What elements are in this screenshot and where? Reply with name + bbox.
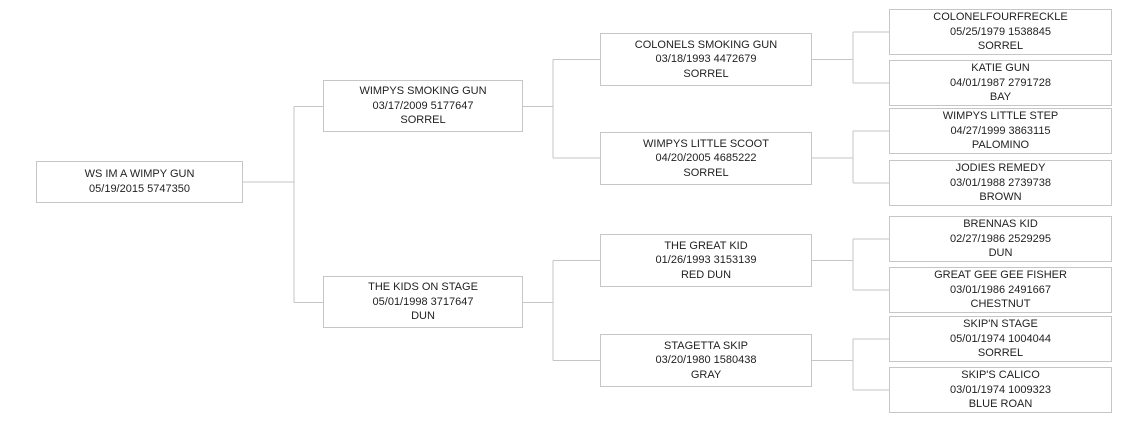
horse-birth-reg: 04/20/2005 4685222 bbox=[655, 152, 757, 165]
node-sire-sire-sire[interactable]: COLONELFOURFRECKLE 05/25/1979 1538845 SO… bbox=[889, 9, 1112, 55]
node-dam-sire-dam[interactable]: GREAT GEE GEE FISHER 03/01/1986 2491667 … bbox=[889, 267, 1112, 313]
horse-name: SKIP'N STAGE bbox=[963, 318, 1038, 331]
horse-color: SORREL bbox=[400, 114, 446, 127]
node-sire-sire-dam[interactable]: KATIE GUN 04/01/1987 2791728 BAY bbox=[889, 60, 1112, 106]
horse-birth-reg: 05/19/2015 5747350 bbox=[89, 183, 190, 195]
node-dam-dam-dam[interactable]: SKIP'S CALICO 03/01/1974 1009323 BLUE RO… bbox=[889, 367, 1112, 413]
node-sire-dam-dam[interactable]: JODIES REMEDY 03/01/1988 2739738 BROWN bbox=[889, 160, 1112, 206]
horse-color: SORREL bbox=[683, 166, 729, 179]
horse-color: DUN bbox=[988, 247, 1013, 260]
horse-birth-reg: 04/27/1999 3863115 bbox=[950, 124, 1051, 137]
horse-name: THE GREAT KID bbox=[664, 239, 748, 252]
node-dam-sire[interactable]: THE GREAT KID 01/26/1993 3153139 RED DUN bbox=[600, 234, 812, 287]
horse-name: STAGETTA SKIP bbox=[664, 339, 748, 352]
horse-birth-reg: 03/01/1988 2739738 bbox=[950, 176, 1051, 189]
horse-birth-reg: 05/25/1979 1538845 bbox=[950, 25, 1051, 38]
node-sire-dam-sire[interactable]: WIMPYS LITTLE STEP 04/27/1999 3863115 PA… bbox=[889, 108, 1112, 154]
node-dam-dam-sire[interactable]: SKIP'N STAGE 05/01/1974 1004044 SORREL bbox=[889, 316, 1112, 362]
node-sire-dam[interactable]: WIMPYS LITTLE SCOOT 04/20/2005 4685222 S… bbox=[600, 132, 812, 185]
horse-name: KATIE GUN bbox=[971, 62, 1030, 75]
node-sire-sire[interactable]: COLONELS SMOKING GUN 03/18/1993 4472679 … bbox=[600, 33, 812, 86]
horse-color: CHESTNUT bbox=[970, 298, 1031, 311]
horse-birth-reg: 03/01/1986 2491667 bbox=[950, 283, 1051, 296]
horse-name: JODIES REMEDY bbox=[955, 162, 1046, 175]
horse-name: WIMPYS LITTLE SCOOT bbox=[643, 137, 769, 150]
horse-color: DUN bbox=[411, 310, 435, 323]
horse-name: WS IM A WIMPY GUN bbox=[84, 168, 195, 181]
horse-birth-reg: 02/27/1986 2529295 bbox=[950, 232, 1051, 245]
horse-name: COLONELFOURFRECKLE bbox=[933, 11, 1068, 24]
node-dam-dam[interactable]: STAGETTA SKIP 03/20/1980 1580438 GRAY bbox=[600, 334, 812, 387]
horse-name: BRENNAS KID bbox=[963, 218, 1038, 231]
horse-name: THE KIDS ON STAGE bbox=[368, 281, 478, 294]
horse-name: COLONELS SMOKING GUN bbox=[634, 38, 778, 51]
horse-color: PALOMINO bbox=[971, 139, 1030, 152]
horse-color: BAY bbox=[989, 91, 1012, 104]
horse-name: GREAT GEE GEE FISHER bbox=[934, 269, 1067, 282]
horse-color: SORREL bbox=[977, 347, 1024, 360]
horse-color: SORREL bbox=[683, 67, 729, 80]
horse-birth-reg: 01/26/1993 3153139 bbox=[655, 254, 757, 267]
node-sire[interactable]: WIMPYS SMOKING GUN 03/17/2009 5177647 SO… bbox=[323, 80, 523, 132]
horse-birth-reg: 05/01/1974 1004044 bbox=[950, 332, 1051, 345]
horse-name: WIMPYS LITTLE STEP bbox=[942, 110, 1059, 123]
horse-color: SORREL bbox=[977, 40, 1024, 53]
node-dam[interactable]: THE KIDS ON STAGE 05/01/1998 3717647 DUN bbox=[323, 276, 523, 328]
node-dam-sire-sire[interactable]: BRENNAS KID 02/27/1986 2529295 DUN bbox=[889, 216, 1112, 262]
horse-color: RED DUN bbox=[680, 268, 732, 281]
horse-name: SKIP'S CALICO bbox=[961, 369, 1040, 382]
horse-birth-reg: 03/01/1974 1009323 bbox=[950, 383, 1051, 396]
node-root[interactable]: WS IM A WIMPY GUN 05/19/2015 5747350 bbox=[36, 161, 243, 203]
horse-birth-reg: 05/01/1998 3717647 bbox=[372, 295, 474, 308]
horse-color: BLUE ROAN bbox=[968, 398, 1033, 411]
horse-name: WIMPYS SMOKING GUN bbox=[359, 85, 487, 98]
horse-color: GRAY bbox=[690, 368, 722, 381]
horse-birth-reg: 03/18/1993 4472679 bbox=[655, 53, 757, 66]
horse-birth-reg: 04/01/1987 2791728 bbox=[950, 76, 1051, 89]
horse-birth-reg: 03/17/2009 5177647 bbox=[372, 99, 474, 112]
horse-color: BROWN bbox=[979, 191, 1022, 204]
horse-birth-reg: 03/20/1980 1580438 bbox=[655, 354, 757, 367]
